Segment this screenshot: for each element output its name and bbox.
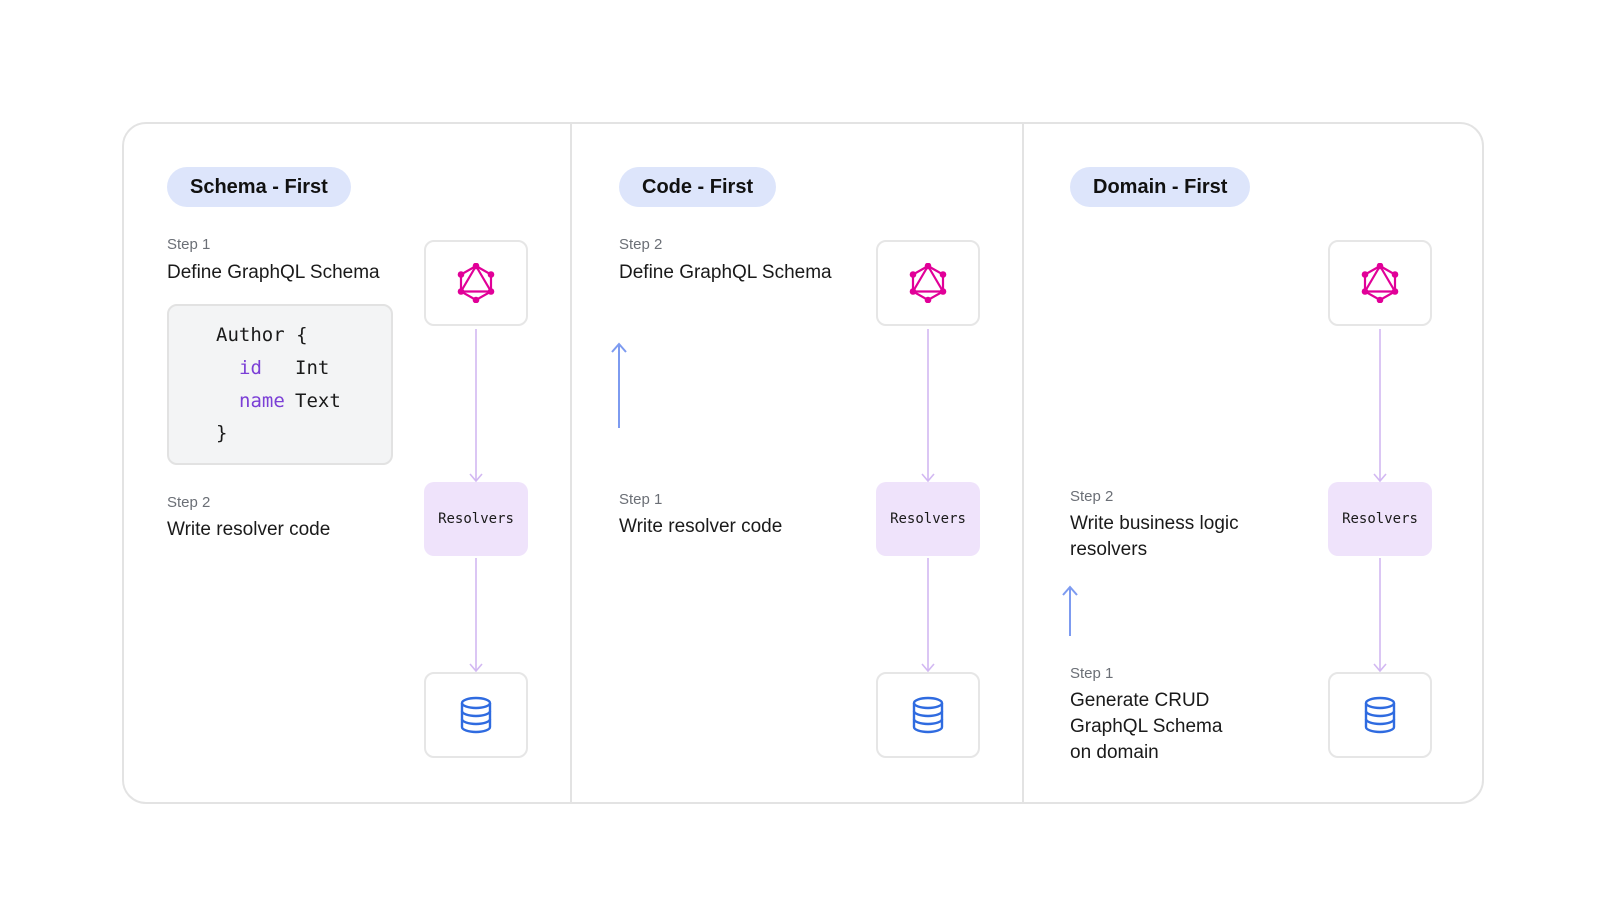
domain-first-step2-line2: resolvers (1070, 539, 1148, 560)
domain-first-step2-line1: Write business logic (1070, 513, 1239, 534)
domain-first-step1-line3: on domain (1070, 742, 1159, 763)
code-first-step1-label: Step 1 (619, 491, 663, 508)
column-divider-1 (570, 124, 572, 802)
graphql-schema-node (424, 240, 528, 326)
graphql-icon (909, 263, 947, 303)
schema-code-block: Author { id Int name Text } (167, 304, 393, 465)
graphql-icon (457, 263, 495, 303)
code-first-pill: Code - First (619, 167, 777, 207)
code-open-line: Author { (216, 324, 308, 346)
code-field-name: id (239, 357, 262, 379)
graphql-schema-node (1328, 240, 1432, 326)
code-first-step2-text: Define GraphQL Schema (619, 262, 832, 283)
resolvers-node: Resolvers (424, 482, 528, 556)
code-first-step1-text: Write resolver code (619, 516, 783, 537)
schema-first-step1-label: Step 1 (167, 236, 211, 253)
domain-first-step1-text: Generate CRUD GraphQL Schema on domain (1070, 688, 1222, 766)
database-node (876, 672, 980, 758)
graphql-schema-node (876, 240, 980, 326)
schema-first-pill: Schema - First (167, 167, 351, 207)
schema-first-step1-text: Define GraphQL Schema (167, 262, 380, 283)
database-node (1328, 672, 1432, 758)
graphql-icon (1361, 263, 1399, 303)
code-first-step2-label: Step 2 (619, 236, 663, 253)
domain-first-step1-line2: GraphQL Schema (1070, 716, 1223, 737)
code-close-line: } (216, 422, 228, 444)
domain-first-pill: Domain - First (1070, 167, 1251, 207)
database-icon (1364, 696, 1396, 734)
resolvers-node: Resolvers (1328, 482, 1432, 556)
domain-first-step1-label: Step 1 (1070, 665, 1114, 682)
code-field-type: Text (295, 390, 341, 412)
schema-first-step2-text: Write resolver code (167, 519, 331, 540)
domain-first-step2-text: Write business logic resolvers (1070, 511, 1239, 563)
code-field-name: name (239, 390, 285, 412)
database-node (424, 672, 528, 758)
schema-first-step2-label: Step 2 (167, 494, 211, 511)
code-field-type: Int (295, 357, 330, 379)
domain-first-step1-line1: Generate CRUD (1070, 690, 1210, 711)
resolvers-node: Resolvers (876, 482, 980, 556)
database-icon (912, 696, 944, 734)
database-icon (460, 696, 492, 734)
domain-first-step2-label: Step 2 (1070, 488, 1114, 505)
column-divider-2 (1022, 124, 1024, 802)
